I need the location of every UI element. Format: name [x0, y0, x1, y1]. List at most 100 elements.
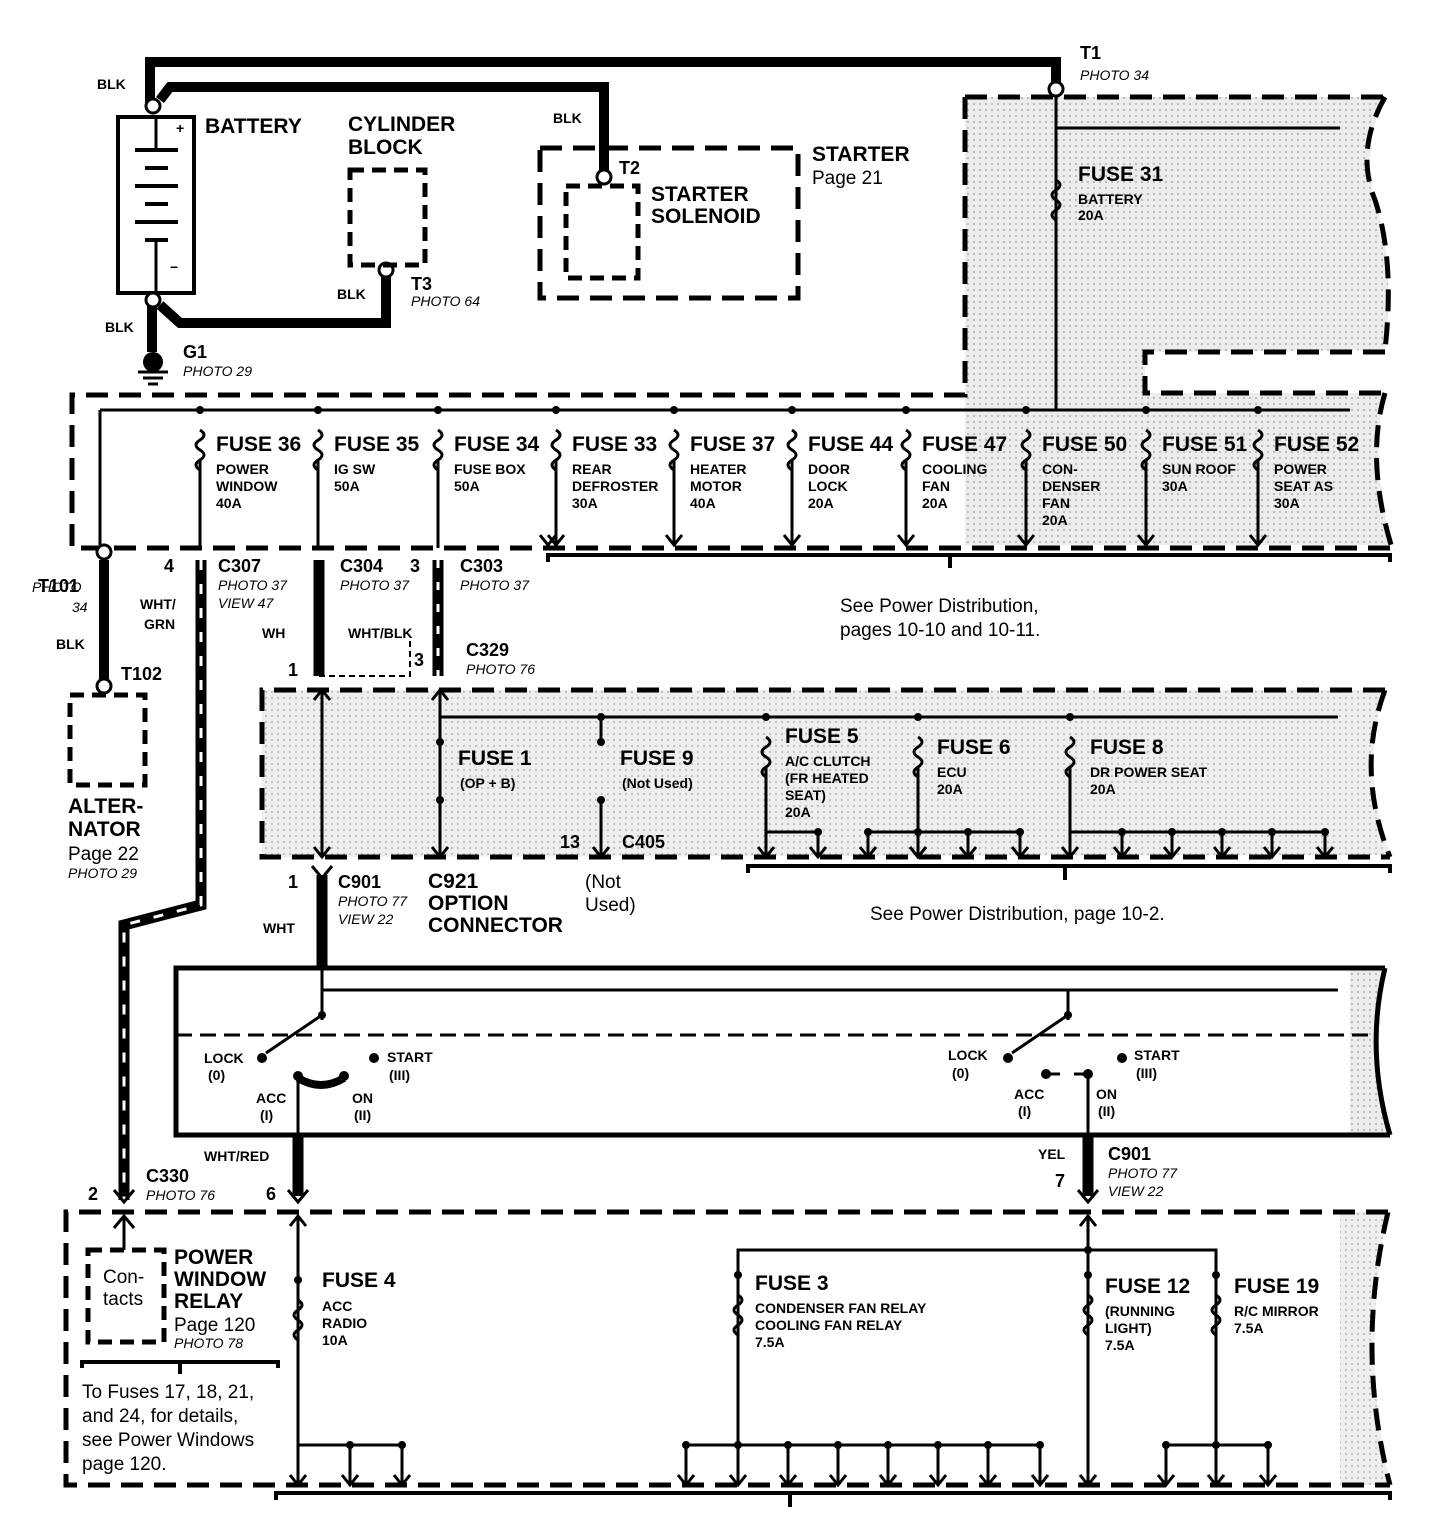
row1-fuse-7-name: FUSE 47 [922, 433, 1007, 456]
wire-color-blk-4: BLK [105, 319, 134, 335]
starter-label: STARTER [812, 143, 910, 166]
row2-branch-arrow-1-1 [908, 846, 928, 860]
c329-entry-arrow [430, 687, 450, 701]
row1-fuse-6-element [786, 428, 798, 472]
wire-color-wht-grn-1: WHT/ [140, 596, 176, 612]
wire-color-wht-red: WHT/RED [204, 1148, 269, 1164]
fuse1-exit-arrow [430, 846, 450, 860]
c330-pin: 2 [88, 1184, 98, 1204]
fuse12-line-2: LIGHT) [1105, 1320, 1152, 1336]
row2-branch-arrow-2-4 [1315, 846, 1335, 860]
relay-label-3: RELAY [174, 1290, 243, 1313]
row1-fuse-8-line-3: FAN [1042, 495, 1070, 511]
row2-branch-arrow-2-0 [1112, 846, 1132, 860]
pd-note-2: See Power Distribution, page 10-2. [870, 904, 1165, 925]
alternator-photo: PHOTO 29 [68, 865, 137, 881]
row3-fuse-graphics [288, 1213, 1278, 1488]
fuse6-node [914, 713, 922, 721]
alternator-box [67, 692, 148, 788]
c901-connector-symbol [310, 865, 334, 881]
row1-fuse-5-line-3: 40A [690, 495, 716, 511]
fuse19-line-2: 7.5A [1234, 1320, 1264, 1336]
fuse5-line-3: SEAT) [785, 787, 826, 803]
fuse5-node [762, 713, 770, 721]
row2-fuse-graphics [312, 687, 1335, 860]
fuse1-desc: (OP + B) [460, 775, 515, 791]
fuse5-name: FUSE 5 [785, 725, 859, 748]
battery-positive-cable [145, 57, 1061, 104]
t3-photo: PHOTO 64 [411, 293, 480, 309]
row3-bus-node [1084, 1246, 1092, 1254]
ign-left-acc: ACC [256, 1090, 286, 1106]
fuse4-name: FUSE 4 [322, 1269, 396, 1292]
fuse6-line-1: ECU [937, 764, 967, 780]
fuse4-element [292, 1298, 304, 1342]
fuse4-line-2: RADIO [322, 1315, 367, 1331]
row1-fuse-2-element [312, 428, 324, 472]
battery-plus-sign: + [176, 120, 184, 136]
t2-label: T2 [619, 158, 640, 178]
fuse12-element [1082, 1293, 1094, 1337]
fuse3-arrow-5 [928, 1474, 948, 1488]
c329-photo: PHOTO 76 [466, 661, 535, 677]
row1-fuse-9-line-2: 30A [1162, 478, 1188, 494]
c901-top-view: VIEW 22 [338, 911, 393, 927]
c901-bottom-view: VIEW 22 [1108, 1183, 1163, 1199]
row1-fuse-10-line-1: POWER [1274, 461, 1327, 477]
wire-color-yel: YEL [1038, 1146, 1066, 1162]
row1-fuse-7-arrow [896, 534, 916, 548]
c329-label: C329 [466, 640, 509, 660]
fuse5-line-1: A/C CLUTCH [785, 753, 871, 769]
pd-bracket-3 [274, 1491, 1392, 1507]
fuse31-desc: BATTERY [1078, 191, 1143, 207]
row1-fuse-1-line-2: WINDOW [216, 478, 278, 494]
fuse4-line-1: ACC [322, 1298, 352, 1314]
starter-box [537, 145, 801, 301]
row1-fuse-3-line-2: 50A [454, 478, 480, 494]
c330-label: C330 [146, 1166, 189, 1186]
row1-fuse-8-element [1020, 428, 1032, 472]
cylinder-block-box [347, 167, 428, 268]
underhood-fuse-box-wavy-right [1364, 95, 1395, 549]
c304-connector-outline [319, 640, 411, 677]
row1-fuse-4-node [552, 406, 560, 414]
relay-photo: PHOTO 78 [174, 1335, 243, 1351]
t1-terminal [1047, 80, 1065, 98]
ign-right-lock-pos: (0) [952, 1065, 969, 1081]
row1-fuse-10-node [1254, 406, 1262, 414]
fuse19-node [1212, 1271, 1220, 1279]
pd-note-1-line-1: See Power Distribution, [840, 596, 1039, 617]
fuse8-line-2: 20A [1090, 781, 1116, 797]
fuse3-arrow-6 [978, 1474, 998, 1488]
fuse8-line-1: DR POWER SEAT [1090, 764, 1208, 780]
t101-photo-2: 34 [72, 599, 88, 615]
fuse5-arrow [756, 846, 776, 860]
fuse3-node [734, 1271, 742, 1279]
row1-fuse-8-node [1022, 406, 1030, 414]
battery-label: BATTERY [205, 115, 302, 138]
row1-fuse-5-line-1: HEATER [690, 461, 747, 477]
t102-terminal [95, 677, 113, 695]
fuse19-element [1210, 1293, 1222, 1337]
row2-branch-arrow-0-0 [808, 846, 828, 860]
c307-view: VIEW 47 [218, 595, 274, 611]
alternator-label-2: NATOR [68, 818, 141, 841]
fuse12-line-3: 7.5A [1105, 1337, 1135, 1353]
not-used-line-2: Used) [585, 895, 636, 916]
not-used-line-1: (Not [585, 872, 622, 893]
underdash-lower-border [63, 1209, 1393, 1488]
row1-fuse-8-arrow [1016, 534, 1036, 548]
row1-fuse-8-line-2: DENSER [1042, 478, 1100, 494]
fuse3-arrow-3 [828, 1474, 848, 1488]
fuse19-arrow-2 [1258, 1474, 1278, 1488]
fuse9-node [597, 738, 605, 746]
row1-fuse-1-element [194, 428, 206, 472]
row1-fuse-1-name: FUSE 36 [216, 433, 301, 456]
fuse12-line-1: (RUNNING [1105, 1303, 1175, 1319]
pd-bracket-2 [746, 864, 1392, 880]
pw-note-line-4: page 120. [82, 1454, 167, 1475]
c901-top-label: C901 [338, 872, 381, 892]
fuse3-line-1: CONDENSER FAN RELAY [755, 1300, 927, 1316]
row1-fuse-2-line-1: IG SW [334, 461, 376, 477]
row1-fuse-7-line-1: COOLING [922, 461, 987, 477]
